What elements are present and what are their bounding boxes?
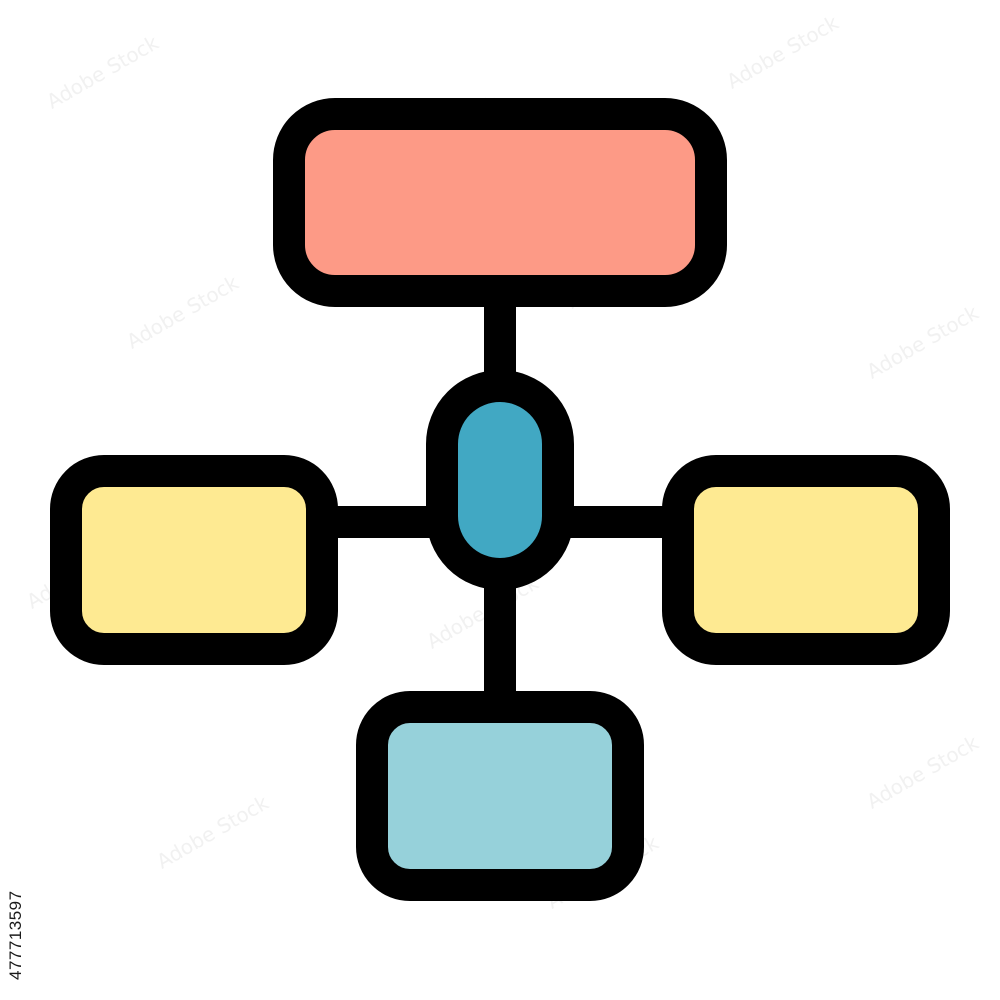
connector-left bbox=[330, 506, 440, 538]
connector-right bbox=[560, 506, 670, 538]
bottom-box bbox=[356, 691, 644, 901]
left-box bbox=[50, 455, 338, 665]
top-box bbox=[273, 98, 727, 307]
connector-bottom bbox=[484, 575, 516, 700]
center-node bbox=[426, 370, 574, 590]
connector-lines bbox=[330, 295, 670, 700]
stock-id-label: 477713597 bbox=[6, 890, 25, 980]
right-box bbox=[662, 455, 950, 665]
